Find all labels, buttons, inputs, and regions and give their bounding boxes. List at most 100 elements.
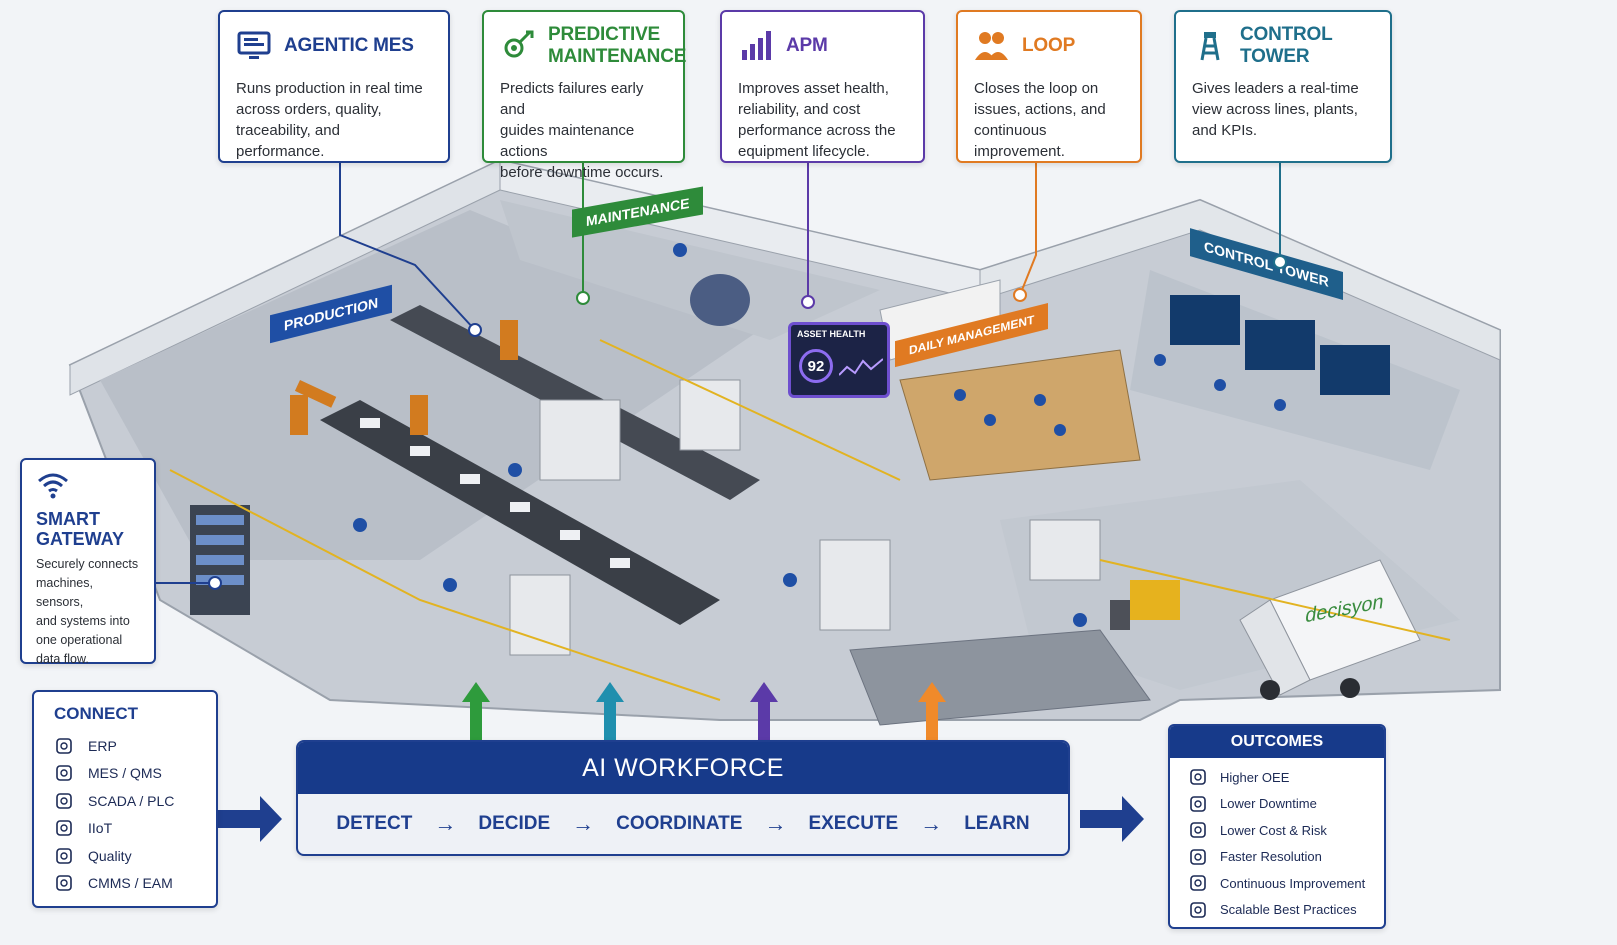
conveyor-line: [320, 400, 720, 625]
module-desc: Improves asset health, reliability, and …: [738, 80, 896, 160]
connect-item-label: MES / QMS: [88, 765, 162, 782]
quality-icon: [56, 847, 72, 864]
smart-gateway-desc: Securely connects machines, sensors, and…: [36, 557, 139, 666]
connect-item-label: Quality: [88, 847, 132, 864]
module-card-agentic-mes: AGENTIC MES Runs production in real time…: [218, 10, 450, 163]
module-card-head: PREDICTIVE MAINTENANCE: [500, 22, 686, 70]
oee-icon: [1190, 769, 1206, 786]
server-racks: [190, 505, 250, 615]
step-arrow-icon: →: [434, 811, 457, 836]
module-desc: Predicts failures early and guides maint…: [500, 80, 664, 181]
workforce-step: EXECUTE: [808, 813, 899, 834]
gear-wrench-icon: [504, 30, 534, 58]
step-arrow-icon: →: [764, 811, 787, 836]
resolution-icon: [1190, 848, 1206, 865]
control-tower-screens: [1170, 295, 1390, 395]
tower-icon: [1200, 32, 1220, 61]
scada-icon: [56, 792, 72, 809]
module-card-head: LOOP: [974, 22, 1124, 70]
module-desc: Runs production in real time across orde…: [236, 80, 423, 160]
module-card-head: APM: [738, 22, 907, 70]
practices-icon: [1190, 901, 1206, 918]
outcome-item: Faster Resolution: [1188, 844, 1366, 871]
module-card-loop: LOOP Closes the loop on issues, actions,…: [956, 10, 1142, 163]
connect-item-label: SCADA / PLC: [88, 792, 175, 809]
outcomes-header: OUTCOMES: [1170, 726, 1384, 758]
module-title: AGENTIC MES: [284, 35, 414, 56]
daily-management-floor: [899, 349, 1141, 481]
conveyor-items: [360, 418, 630, 568]
module-title: APM: [786, 35, 828, 56]
outcome-item: Higher OEE: [1188, 764, 1366, 791]
truck: [1239, 559, 1421, 700]
monitor-icon: [237, 31, 271, 59]
smart-gateway-card: SMART GATEWAY Securely connects machines…: [20, 458, 156, 666]
module-card-apm: APM Improves asset health, reliability, …: [720, 10, 925, 163]
module-title: CONTROL TOWER: [1240, 24, 1333, 67]
outcome-item-label: Continuous Improvement: [1220, 875, 1366, 891]
downtime-icon: [1190, 795, 1206, 812]
connect-item: ERP: [54, 732, 196, 760]
outcome-item-label: Higher OEE: [1220, 769, 1290, 785]
asset-health-value: 92: [807, 357, 825, 375]
production-area: [100, 210, 760, 560]
outcome-item-label: Lower Cost & Risk: [1220, 822, 1327, 838]
outcome-item-label: Faster Resolution: [1220, 849, 1322, 865]
connect-item-label: IIoT: [88, 820, 113, 837]
module-desc: Gives leaders a real-time view across li…: [1192, 80, 1359, 139]
outcome-item: Lower Cost & Risk: [1188, 817, 1366, 844]
connect-item: Quality: [54, 842, 196, 870]
asset-health-gauge: 92: [799, 349, 833, 383]
mes-icon: [56, 765, 72, 782]
ai-workforce-header: AI WORKFORCE: [298, 742, 1068, 794]
module-card-head: CONTROL TOWER: [1192, 22, 1374, 70]
module-title: PREDICTIVE MAINTENANCE: [548, 24, 687, 67]
forklift: [1110, 580, 1180, 630]
asset-health-widget: ASSET HEALTH 92: [788, 322, 890, 398]
asset-health-label: ASSET HEALTH: [797, 329, 866, 339]
connect-item: SCADA / PLC: [54, 787, 196, 815]
outcomes-title: OUTCOMES: [1230, 733, 1324, 750]
ai-workforce-title: AI WORKFORCE: [582, 753, 784, 782]
asset-health-trend: [839, 358, 883, 376]
cmms-icon: [56, 875, 72, 892]
ai-workforce-panel: AI WORKFORCE DETECT→DECIDE→COORDINATE→EX…: [296, 740, 1070, 856]
cost-icon: [1190, 822, 1206, 839]
motor: [690, 274, 750, 326]
module-card-head: AGENTIC MES: [236, 22, 432, 70]
module-card-predictive-maintenance: PREDICTIVE MAINTENANCE Predicts failures…: [482, 10, 686, 181]
step-arrow-icon: →: [572, 811, 595, 836]
outcome-item: Continuous Improvement: [1188, 870, 1366, 897]
people-icon: [975, 32, 1008, 60]
maintenance-area: [500, 200, 880, 340]
outcome-item-label: Lower Downtime: [1220, 796, 1317, 812]
connect-item: IIoT: [54, 815, 196, 843]
robot-arm: [290, 320, 518, 435]
step-arrow-icon: →: [920, 811, 943, 836]
module-card-control-tower: CONTROL TOWER Gives leaders a real-time …: [1174, 10, 1392, 163]
outcome-item: Scalable Best Practices: [1188, 897, 1366, 924]
connect-item-label: CMMS / EAM: [88, 875, 173, 892]
improvement-icon: [1190, 875, 1206, 892]
module-desc: Closes the loop on issues, actions, and …: [974, 80, 1106, 160]
connect-item: CMMS / EAM: [54, 870, 196, 898]
workforce-step: COORDINATE: [616, 813, 743, 834]
ai-workforce-steps: DETECT→DECIDE→COORDINATE→EXECUTE→LEARN: [298, 794, 1068, 854]
outcome-item-label: Scalable Best Practices: [1220, 902, 1357, 918]
workforce-step: LEARN: [964, 813, 1030, 834]
bar-chart-icon: [742, 31, 771, 60]
connect-panel: CONNECT ERP MES / QMS SCADA / PLC IIoT Quali…: [32, 690, 218, 908]
outcome-item: Lower Downtime: [1188, 791, 1366, 818]
connect-title: CONNECT: [54, 704, 139, 723]
workforce-step: DECIDE: [478, 813, 551, 834]
connect-item-label: ERP: [88, 737, 117, 754]
module-title: LOOP: [1022, 35, 1076, 56]
wifi-icon: [38, 473, 68, 499]
smart-gateway-title: SMART GATEWAY: [36, 509, 125, 549]
erp-icon: [56, 737, 72, 754]
floor-markings: [169, 339, 1451, 701]
